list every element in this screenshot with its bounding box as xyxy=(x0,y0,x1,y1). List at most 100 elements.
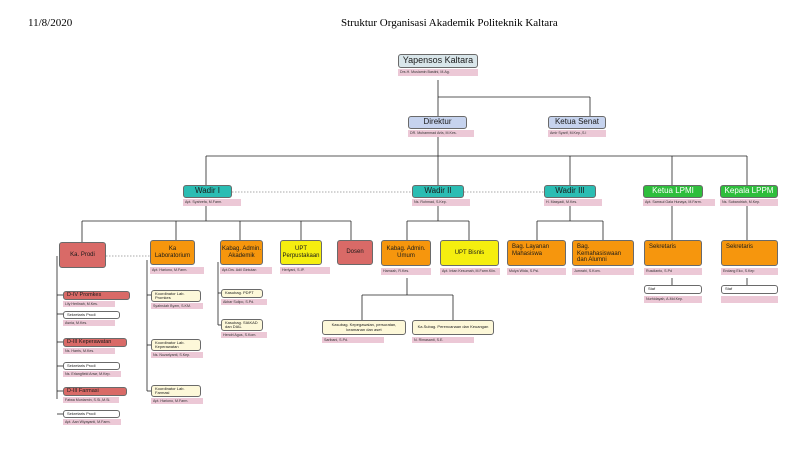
person-name: Apt. Samsul Gala Hunaya, M.Farm. xyxy=(643,199,715,206)
person-name xyxy=(721,296,778,303)
node-title: Sekretaris Prodi xyxy=(67,362,96,368)
node-kasubag-perencanaan: Ka.Subag. Perencanaan dan Keuangan xyxy=(412,320,494,335)
node-sekretaris-lppm: Sekretaris xyxy=(721,240,778,266)
node-wadir-2: Wadir II xyxy=(412,185,464,198)
node-title: Ka.Subag. Perencanaan dan Keuangan xyxy=(417,324,489,330)
person-name: Endang Eko, S.Kep xyxy=(721,268,778,275)
node-d4-promkes: D-IV Promkes xyxy=(63,291,130,300)
person-name: Akbar Sulipo, S.Pd. xyxy=(221,299,267,305)
person-name: DR. Muhammad Arfa, M.Kes. xyxy=(408,130,474,137)
document-date: 11/8/2020 xyxy=(28,17,73,29)
node-direktur: Direktur xyxy=(408,116,467,129)
node-title: UPT Bisnis xyxy=(454,249,485,256)
node-kabag-admin-umum: Kabag. Admin. Umum xyxy=(381,240,431,266)
person-name: Syahrulah Byzm, S.KM. xyxy=(151,303,203,309)
node-sekretaris-prodi-promkes: Sekretaris Prodi xyxy=(63,311,120,319)
node-d3-farmasi: D-III Farmasi xyxy=(63,387,127,396)
node-wadir-3: Wadir III xyxy=(544,185,596,198)
node-kabag-admin-akademik: Kabag. Admin. Akademik xyxy=(220,240,263,265)
node-title: Staf xyxy=(648,286,656,292)
node-title: Kepala LPPM xyxy=(724,186,774,196)
node-upt-bisnis: UPT Bisnis xyxy=(440,240,499,266)
node-sekretaris-lpmi: Sekretaris xyxy=(644,240,702,266)
node-title: Bag. Layanan Mahasiswa xyxy=(512,244,550,257)
person-name: Lily Herlinah, M.Kes. xyxy=(63,301,115,307)
node-title: Ka. Prodi xyxy=(70,251,95,258)
node-sekretaris-prodi-keperawatan: Sekretaris Prodi xyxy=(63,362,120,370)
person-name: Fatwa Muniarnin, S.Si.,M.Si. xyxy=(63,397,119,403)
node-upt-perpustakaan: UPT Perpustakaan xyxy=(280,240,322,265)
node-sekretaris-prodi-farmasi: Sekretaris Prodi xyxy=(63,410,120,418)
node-title: Kabag. Admin. Akademik xyxy=(221,245,262,259)
node-kepala-lppm: Kepala LPPM xyxy=(720,185,778,198)
node-bag-kemahasiswaan-alumni: Bag. Kemahasiswaan dan Alumni xyxy=(572,240,634,266)
node-title: Yapensos Kaltara xyxy=(402,55,474,66)
person-name: Apt. Syahrefa, M.Farm. xyxy=(183,199,241,206)
node-yapensos: Yapensos Kaltara xyxy=(398,54,478,68)
node-title: Koordinator Lab. Promkes xyxy=(155,290,185,300)
node-title: UPT Perpustakaan xyxy=(282,245,320,259)
node-koordinator-lab-promkes: Koordinator Lab. Promkes xyxy=(151,290,201,302)
node-bag-layanan-mahasiswa: Bag. Layanan Mahasiswa xyxy=(507,240,566,266)
person-name: Apt. Hariono, M.Farm. xyxy=(151,398,203,404)
person-name: Hamzah, R.Kes. xyxy=(381,268,431,275)
person-name: Ns. Nuzarlyanti, S.Kep. xyxy=(151,352,203,358)
node-title: Ketua Senat xyxy=(554,117,600,127)
node-staf-lpmi: Staf xyxy=(644,285,702,294)
node-title: Kasubag. PDPT xyxy=(225,290,254,296)
node-title: Sekretaris xyxy=(726,244,754,250)
node-title: Kasubag. SIAKAD dan DIAL xyxy=(225,319,258,329)
node-staf-lppm: Staf xyxy=(721,285,778,294)
node-title: Sekretaris xyxy=(649,244,677,250)
node-title: Wadir I xyxy=(194,186,221,196)
person-name: Herlyani, S.IP. xyxy=(280,267,330,274)
person-name: N. Rimasanti, S.E. xyxy=(412,337,474,343)
node-ketua-senat: Ketua Senat xyxy=(548,116,606,129)
node-d3-keperawatan: D-III Keperawatan xyxy=(63,338,127,347)
node-dosen: Dosen xyxy=(337,240,373,265)
node-koordinator-lab-farmasi: Koordinator Lab. Farmasi xyxy=(151,385,201,397)
person-name: Apt. Hariono, M.Farm. xyxy=(150,267,204,274)
person-name: Ns. Erlangfield Anwr, M.Kep. xyxy=(63,371,121,377)
node-title: Staf xyxy=(725,286,733,292)
person-name: H. Masyadi, M.Kes. xyxy=(544,199,602,206)
node-title: Direktur xyxy=(423,117,452,127)
node-kasubag-pdpt: Kasubag. PDPT xyxy=(221,289,263,298)
person-name: Jumrahi, S.Kom. xyxy=(572,268,634,275)
node-title: D-IV Promkes xyxy=(67,292,102,299)
person-name: Ns. Rohmad, S.Kep. xyxy=(412,199,470,206)
person-name: Apt. Aan Wiyayanti, M.Farm. xyxy=(63,419,121,425)
node-title: Kabag. Admin. Umum xyxy=(386,246,426,259)
node-title: Koordinator Lab. Keperawatan xyxy=(155,339,185,349)
node-wadir-1: Wadir I xyxy=(183,185,232,198)
person-name: Asnia, M.Kes. xyxy=(63,320,115,326)
person-name: Ns. Subandriah, M.Kep. xyxy=(720,199,778,206)
person-name: Drs.H. Muslamin Bastini, M.Ag. xyxy=(398,69,478,76)
node-kasubag-siakad: Kasubag. SIAKAD dan DIAL xyxy=(221,319,263,331)
person-name: Hendri Agus, S.Kom. xyxy=(221,332,267,338)
person-name: Apt.Drs. Adil Gintutan xyxy=(220,267,272,274)
node-ketua-lpmi: Ketua LPMI xyxy=(643,185,703,198)
node-title: Sekretaris Prodi xyxy=(67,410,96,416)
node-title: Kasubag. Kepegawaian, persuratan, keaman… xyxy=(331,322,397,332)
node-title: Wadir III xyxy=(555,186,585,196)
node-koordinator-lab-keperawatan: Koordinator Lab. Keperawatan xyxy=(151,339,201,351)
person-name: Mulya Wida, S.Psi. xyxy=(507,268,566,275)
person-name: Amir Syarif, M.Kep.,S.I xyxy=(548,130,606,137)
node-title: Wadir II xyxy=(424,186,452,196)
person-name: Saribani, S.Pd. xyxy=(322,337,384,343)
node-title: Ketua LPMI xyxy=(652,186,694,196)
person-name: Nurhidayah, A.Md.Kep. xyxy=(644,296,702,303)
node-title: Ka Laboratorium xyxy=(154,245,191,259)
node-title: Bag. Kemahasiswaan dan Alumni xyxy=(577,244,622,264)
node-title: Sekretaris Prodi xyxy=(67,311,96,317)
person-name: Rusdianto, S.Pd xyxy=(644,268,702,275)
node-title: Koordinator Lab. Farmasi xyxy=(155,385,185,395)
node-kasubag-kepegawaian: Kasubag. Kepegawaian, persuratan, keaman… xyxy=(322,320,406,335)
document-title: Struktur Organisasi Akademik Politeknik … xyxy=(341,17,558,29)
node-title: Dosen xyxy=(346,249,364,256)
node-title: D-III Keperawatan xyxy=(67,339,112,346)
node-ka-laboratorium: Ka Laboratorium xyxy=(150,240,195,265)
person-name: Apt. Intan Kesumah, M.Farm.Klin. xyxy=(440,268,500,275)
